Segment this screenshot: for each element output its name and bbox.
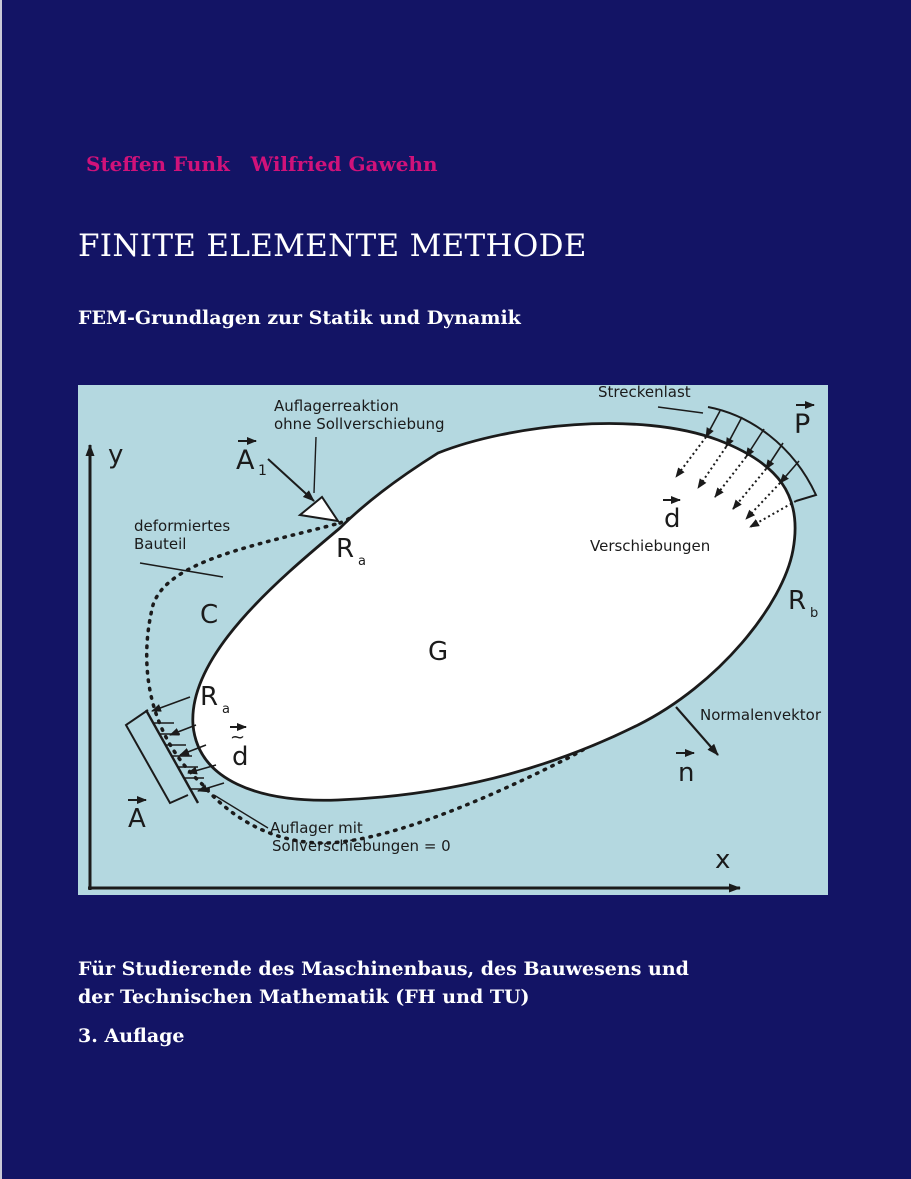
book-title: FINITE ELEMENTE METHODE: [78, 228, 587, 264]
support-label-line1: Auflager mit: [270, 819, 363, 837]
domain-g-label: G: [428, 637, 448, 667]
left-edge-line: [0, 0, 2, 1179]
support-arrows: [151, 696, 225, 793]
boundary-rb-subscript: b: [810, 606, 818, 621]
boundary-ra-top-label: R: [336, 534, 354, 564]
boundary-c-label: C: [200, 600, 218, 630]
displacement-arrows: [675, 436, 797, 528]
prescribed-displacement-label: d: [232, 742, 249, 772]
reaction-arrow: [267, 458, 315, 502]
reaction-leader: [313, 436, 317, 494]
deformed-part-label-line2: Bauteil: [134, 535, 186, 553]
reaction-label-line1: Auflagerreaktion: [274, 397, 399, 415]
author-names: Steffen Funk Wilfried Gawehn: [86, 152, 438, 176]
y-axis-label: y: [108, 440, 123, 470]
load-arrows: [705, 410, 800, 484]
book-subtitle: FEM-Grundlagen zur Statik und Dynamik: [78, 307, 521, 329]
audience-line-2: der Technischen Mathematik (FH und TU): [78, 986, 530, 1008]
support-triangle: [297, 495, 341, 523]
normal-vector-name-label: Normalenvektor: [700, 706, 822, 724]
left-support-outline: [124, 709, 189, 805]
displacement-vector-label: d: [664, 504, 681, 534]
fem-domain-svg: y x: [85, 385, 822, 893]
reaction-vector-subscript: 1: [258, 463, 267, 479]
vector-overbars: [128, 401, 815, 804]
boundary-ra-top-subscript: a: [358, 554, 366, 569]
normal-vector-arrow: [675, 706, 719, 756]
displacements-label: Verschiebungen: [590, 537, 710, 555]
load-vector-label: P: [794, 409, 810, 440]
audience-line-1: Für Studierende des Maschinenbaus, des B…: [78, 958, 689, 980]
normal-vector-label: n: [678, 758, 694, 788]
support-leader: [213, 794, 269, 829]
prescribed-displacement-tilde: ~: [230, 727, 245, 748]
fem-domain-figure: y x: [78, 385, 828, 895]
undeformed-body: [191, 422, 797, 802]
distributed-load-label: Streckenlast: [598, 385, 691, 401]
boundary-rb-label: R: [788, 586, 806, 616]
boundary-ra-left-subscript: a: [222, 702, 230, 717]
boundary-ra-left-label: R: [200, 682, 218, 712]
reaction-label-line2: ohne Sollverschiebung: [274, 415, 445, 433]
x-axis-label: x: [715, 845, 730, 875]
edition-label: 3. Auflage: [78, 1025, 185, 1047]
deformed-part-label-line1: deformiertes: [134, 517, 230, 535]
reaction-vector-label: A: [236, 445, 255, 476]
distributed-load-outline: [707, 406, 818, 502]
support-vector-label: A: [128, 804, 146, 834]
deformed-part-leader: [139, 562, 224, 578]
distributed-load-leader: [657, 406, 704, 414]
audience-text: Für Studierende des Maschinenbaus, des B…: [78, 955, 689, 1011]
support-label-line2: Sollverschiebungen = 0: [272, 837, 451, 855]
